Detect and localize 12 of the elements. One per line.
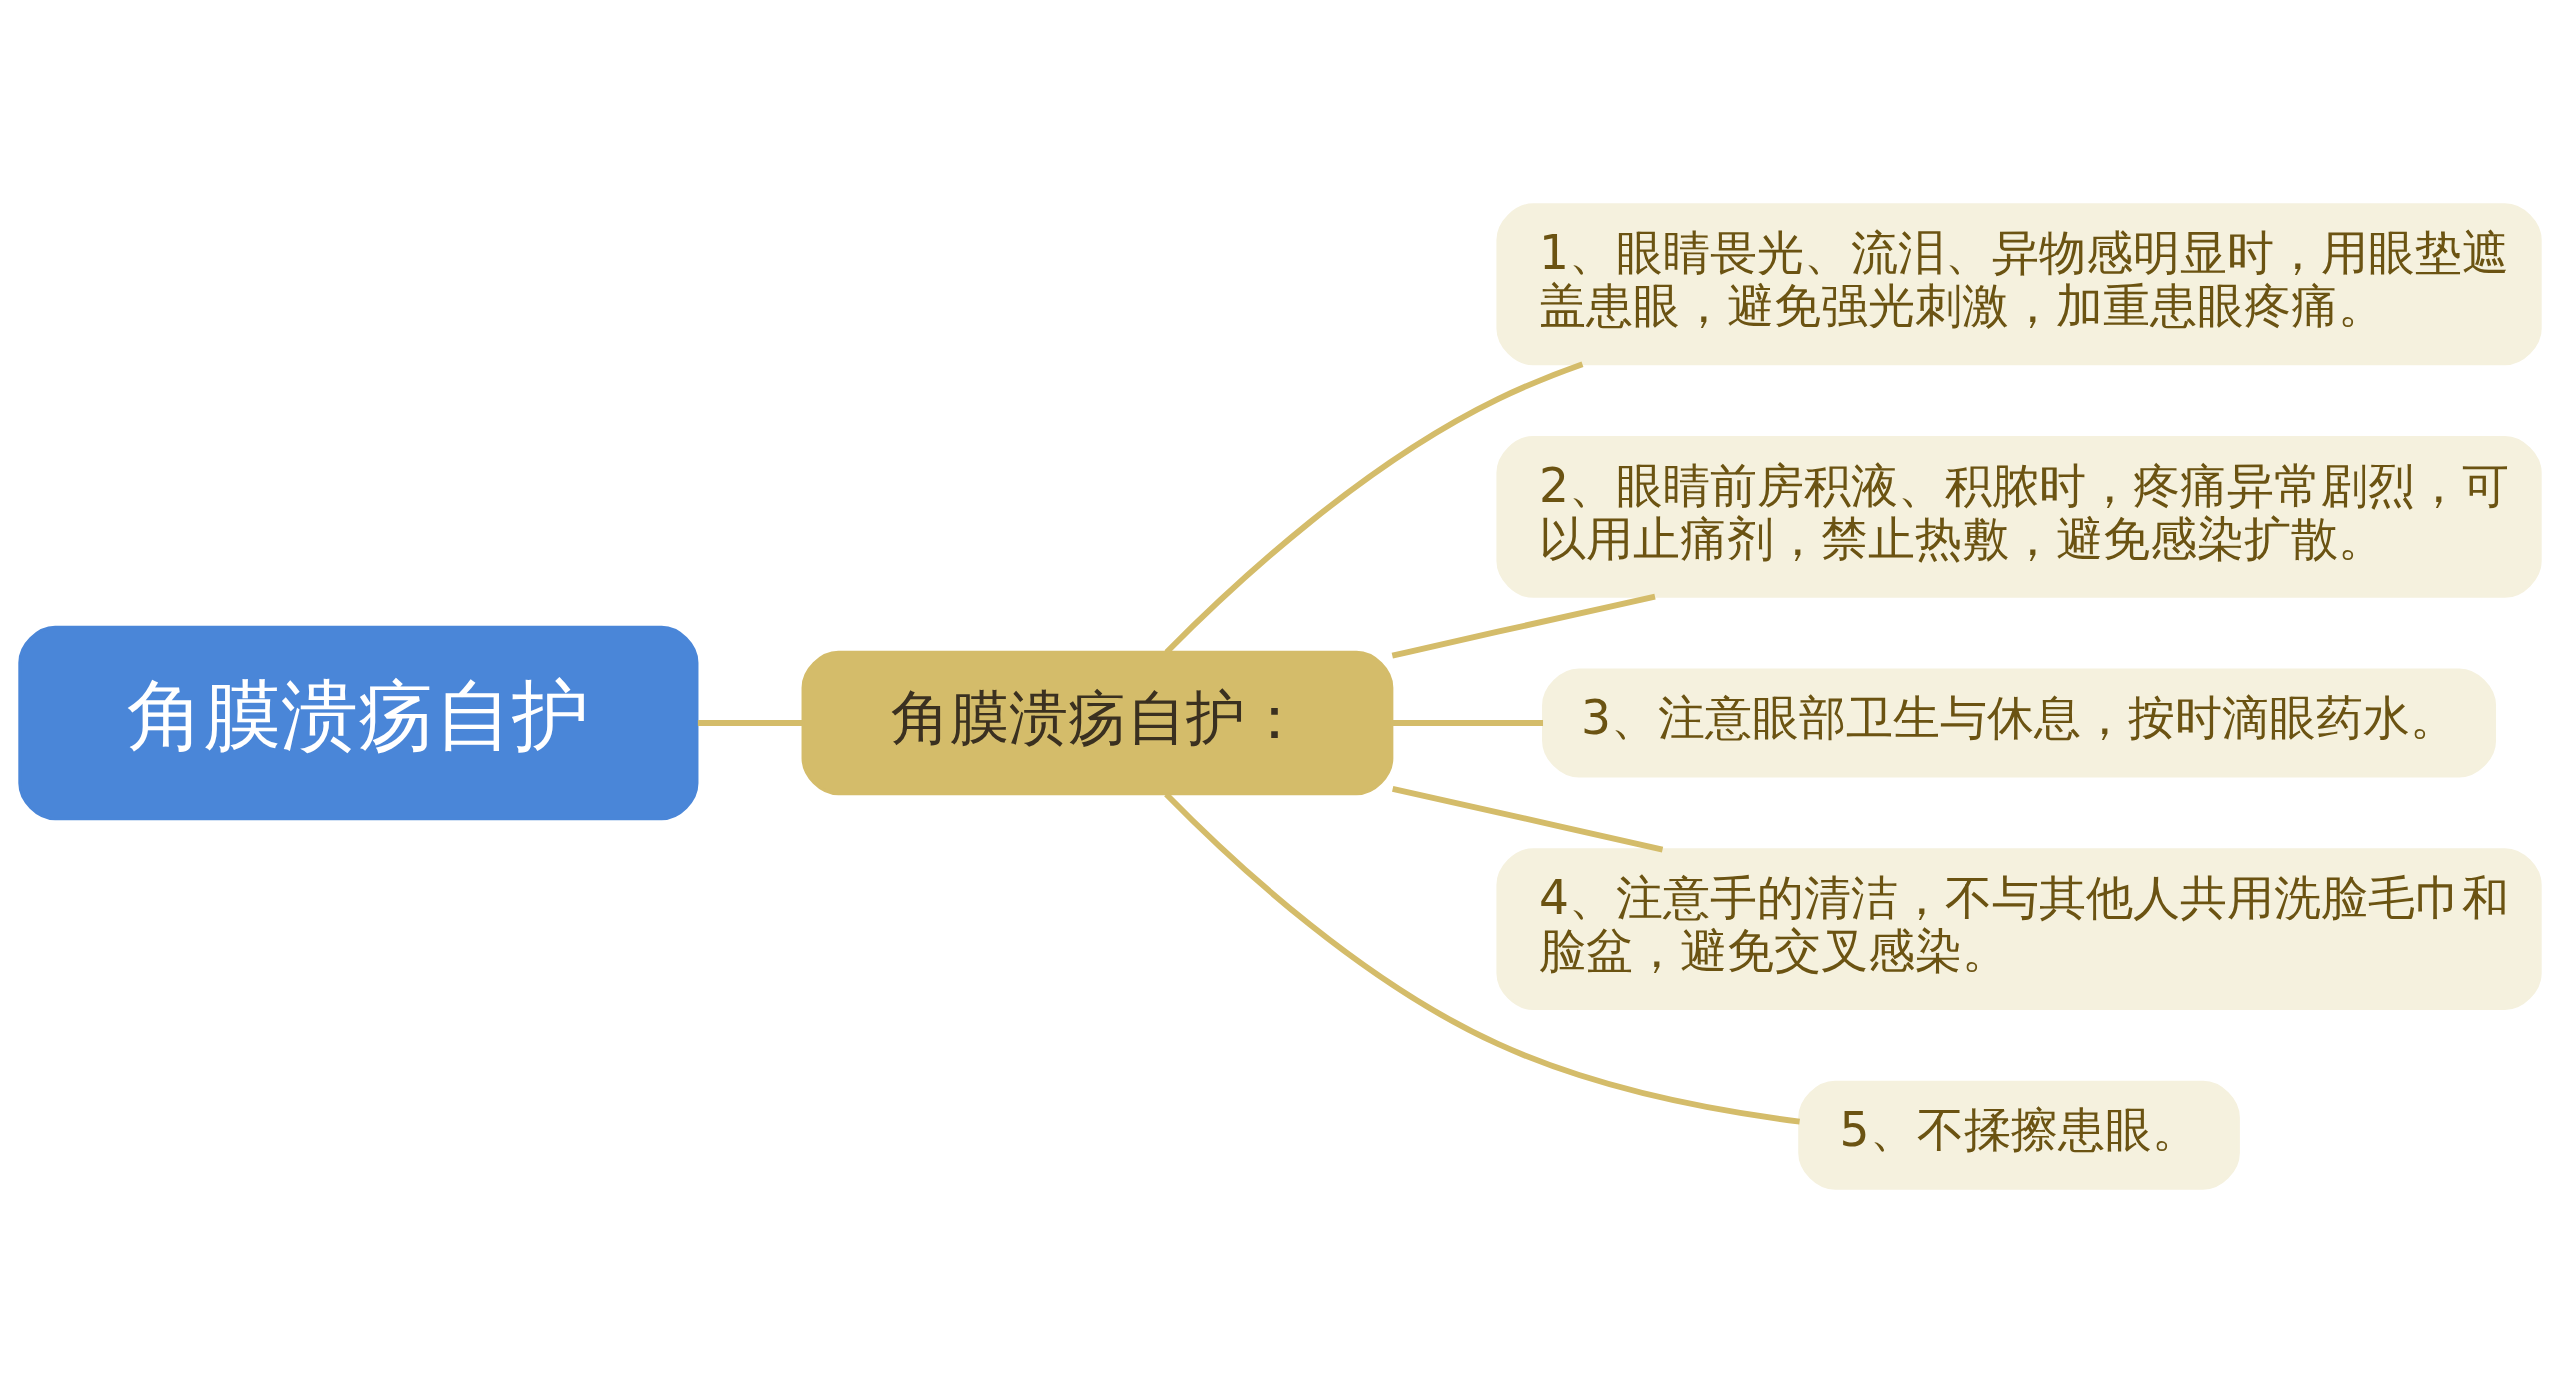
connector: [1391, 593, 1656, 659]
connector: [1164, 792, 1801, 1125]
connector: [697, 720, 803, 726]
node-box: 3、注意眼部卫生与休息，按时滴眼药水。: [1542, 668, 2497, 778]
node-box: 2、眼睛前房积液、积脓时，疼痛异常剧烈，可以用止痛剂，禁止热敷，避免感染扩散。: [1496, 435, 2542, 598]
connector: [1392, 785, 1664, 853]
node-box: 1、眼睛畏光、流泪、异物感明显时，用眼垫遮盖患眼，避免强光刺激，加重患眼疼痛。: [1496, 203, 2542, 366]
node-box: 5、不揉擦患眼。: [1798, 1080, 2240, 1190]
node-box: 角膜溃疡自护: [18, 625, 699, 821]
node-box: 4、注意手的清洁，不与其他人共用洗脸毛巾和脸盆，避免交叉感染。: [1496, 848, 2542, 1011]
node-box: 角膜溃疡自护：: [801, 650, 1394, 796]
connector: [1392, 720, 1544, 726]
